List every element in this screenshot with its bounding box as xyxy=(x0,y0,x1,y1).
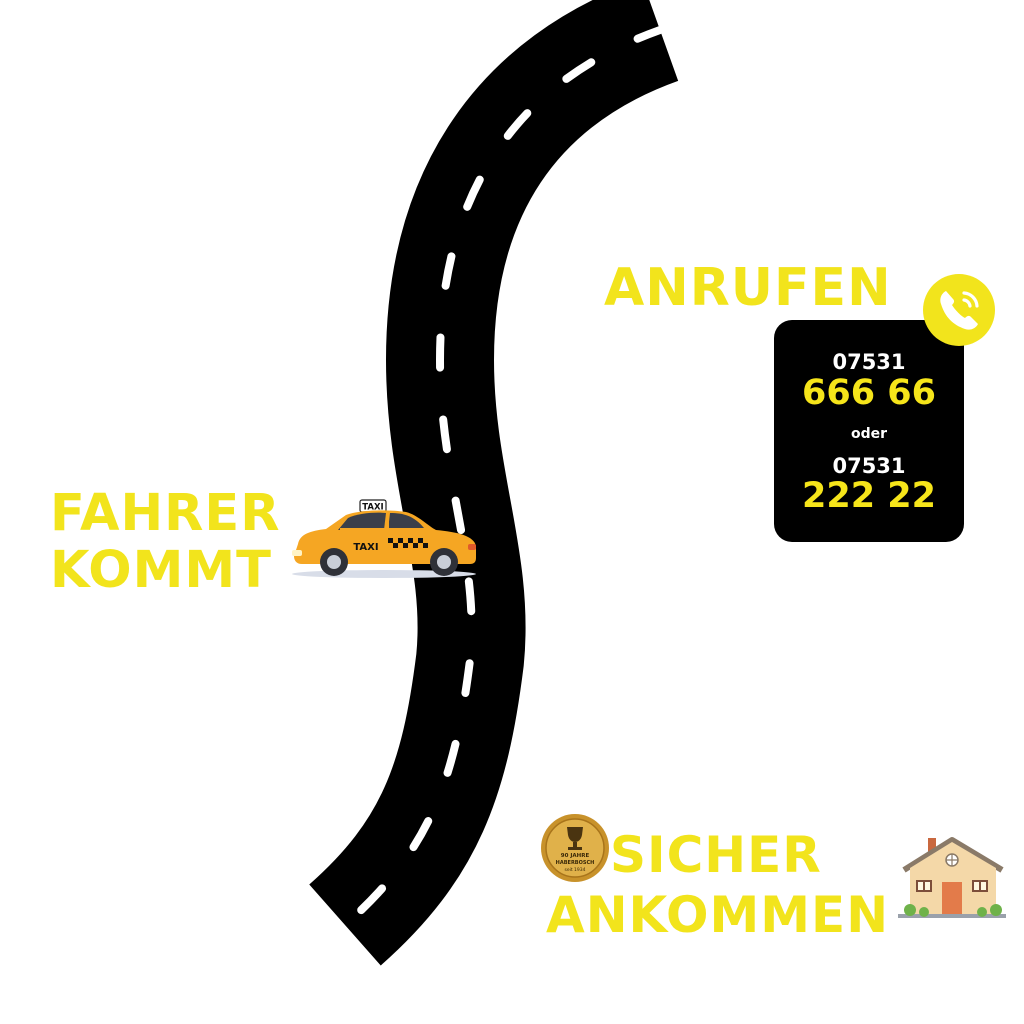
medal-icon: 90 JAHRE HABERBOSCH seit 1934 xyxy=(541,814,609,882)
area-code-1: 07531 xyxy=(832,350,906,374)
svg-text:seit 1934: seit 1934 xyxy=(564,867,585,873)
road-lane-markings xyxy=(341,26,664,929)
driver-coming-line2: KOMMT xyxy=(50,541,272,600)
taxi-door-text: TAXI xyxy=(353,542,378,553)
phone-numbers-card: 07531 666 66 oder 07531 222 22 xyxy=(774,320,964,542)
phone-number-2[interactable]: 222 22 xyxy=(802,476,936,516)
or-text: oder xyxy=(850,426,888,442)
driver-coming-label: FAHRER KOMMT xyxy=(50,485,281,599)
arrive-safely-line2: ANKOMMEN xyxy=(546,886,890,944)
driver-coming-line1: FAHRER xyxy=(50,484,281,543)
call-label: ANRUFEN xyxy=(604,258,892,318)
taxi-roof-sign: TAXI xyxy=(362,503,383,513)
arrive-safely-line1: SICHER xyxy=(610,826,822,884)
taxi-icon: TAXI TAXI xyxy=(292,499,476,578)
area-code-2: 07531 xyxy=(832,454,906,478)
house-icon xyxy=(898,837,1006,918)
svg-text:HABERBOSCH: HABERBOSCH xyxy=(556,860,595,866)
phone-number-1[interactable]: 666 66 xyxy=(802,373,936,413)
phone-icon xyxy=(923,274,995,346)
svg-text:90 JAHRE: 90 JAHRE xyxy=(561,853,590,859)
